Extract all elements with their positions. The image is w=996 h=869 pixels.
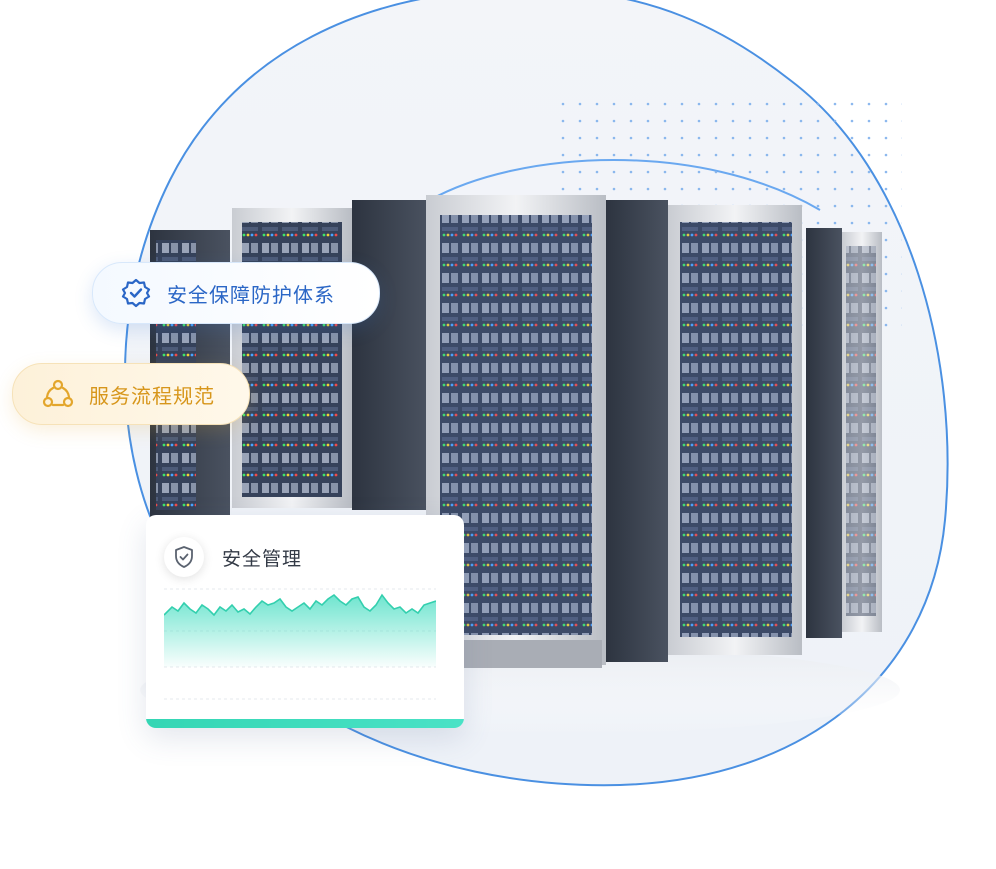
card-header: 安全管理 — [164, 537, 302, 577]
shield-check-icon — [164, 537, 204, 577]
card-accent-bar — [146, 719, 464, 728]
security-system-pill: 安全保障防护体系 — [92, 262, 380, 324]
card-title: 安全管理 — [222, 547, 303, 570]
security-system-label: 安全保障防护体系 — [167, 282, 335, 307]
service-process-label: 服务流程规范 — [89, 383, 215, 408]
trend-sparkline — [164, 588, 436, 700]
service-process-pill: 服务流程规范 — [12, 363, 250, 425]
security-management-card: 安全管理 — [146, 515, 464, 728]
badge-check-icon — [119, 276, 153, 310]
share-nodes-icon — [41, 377, 75, 411]
